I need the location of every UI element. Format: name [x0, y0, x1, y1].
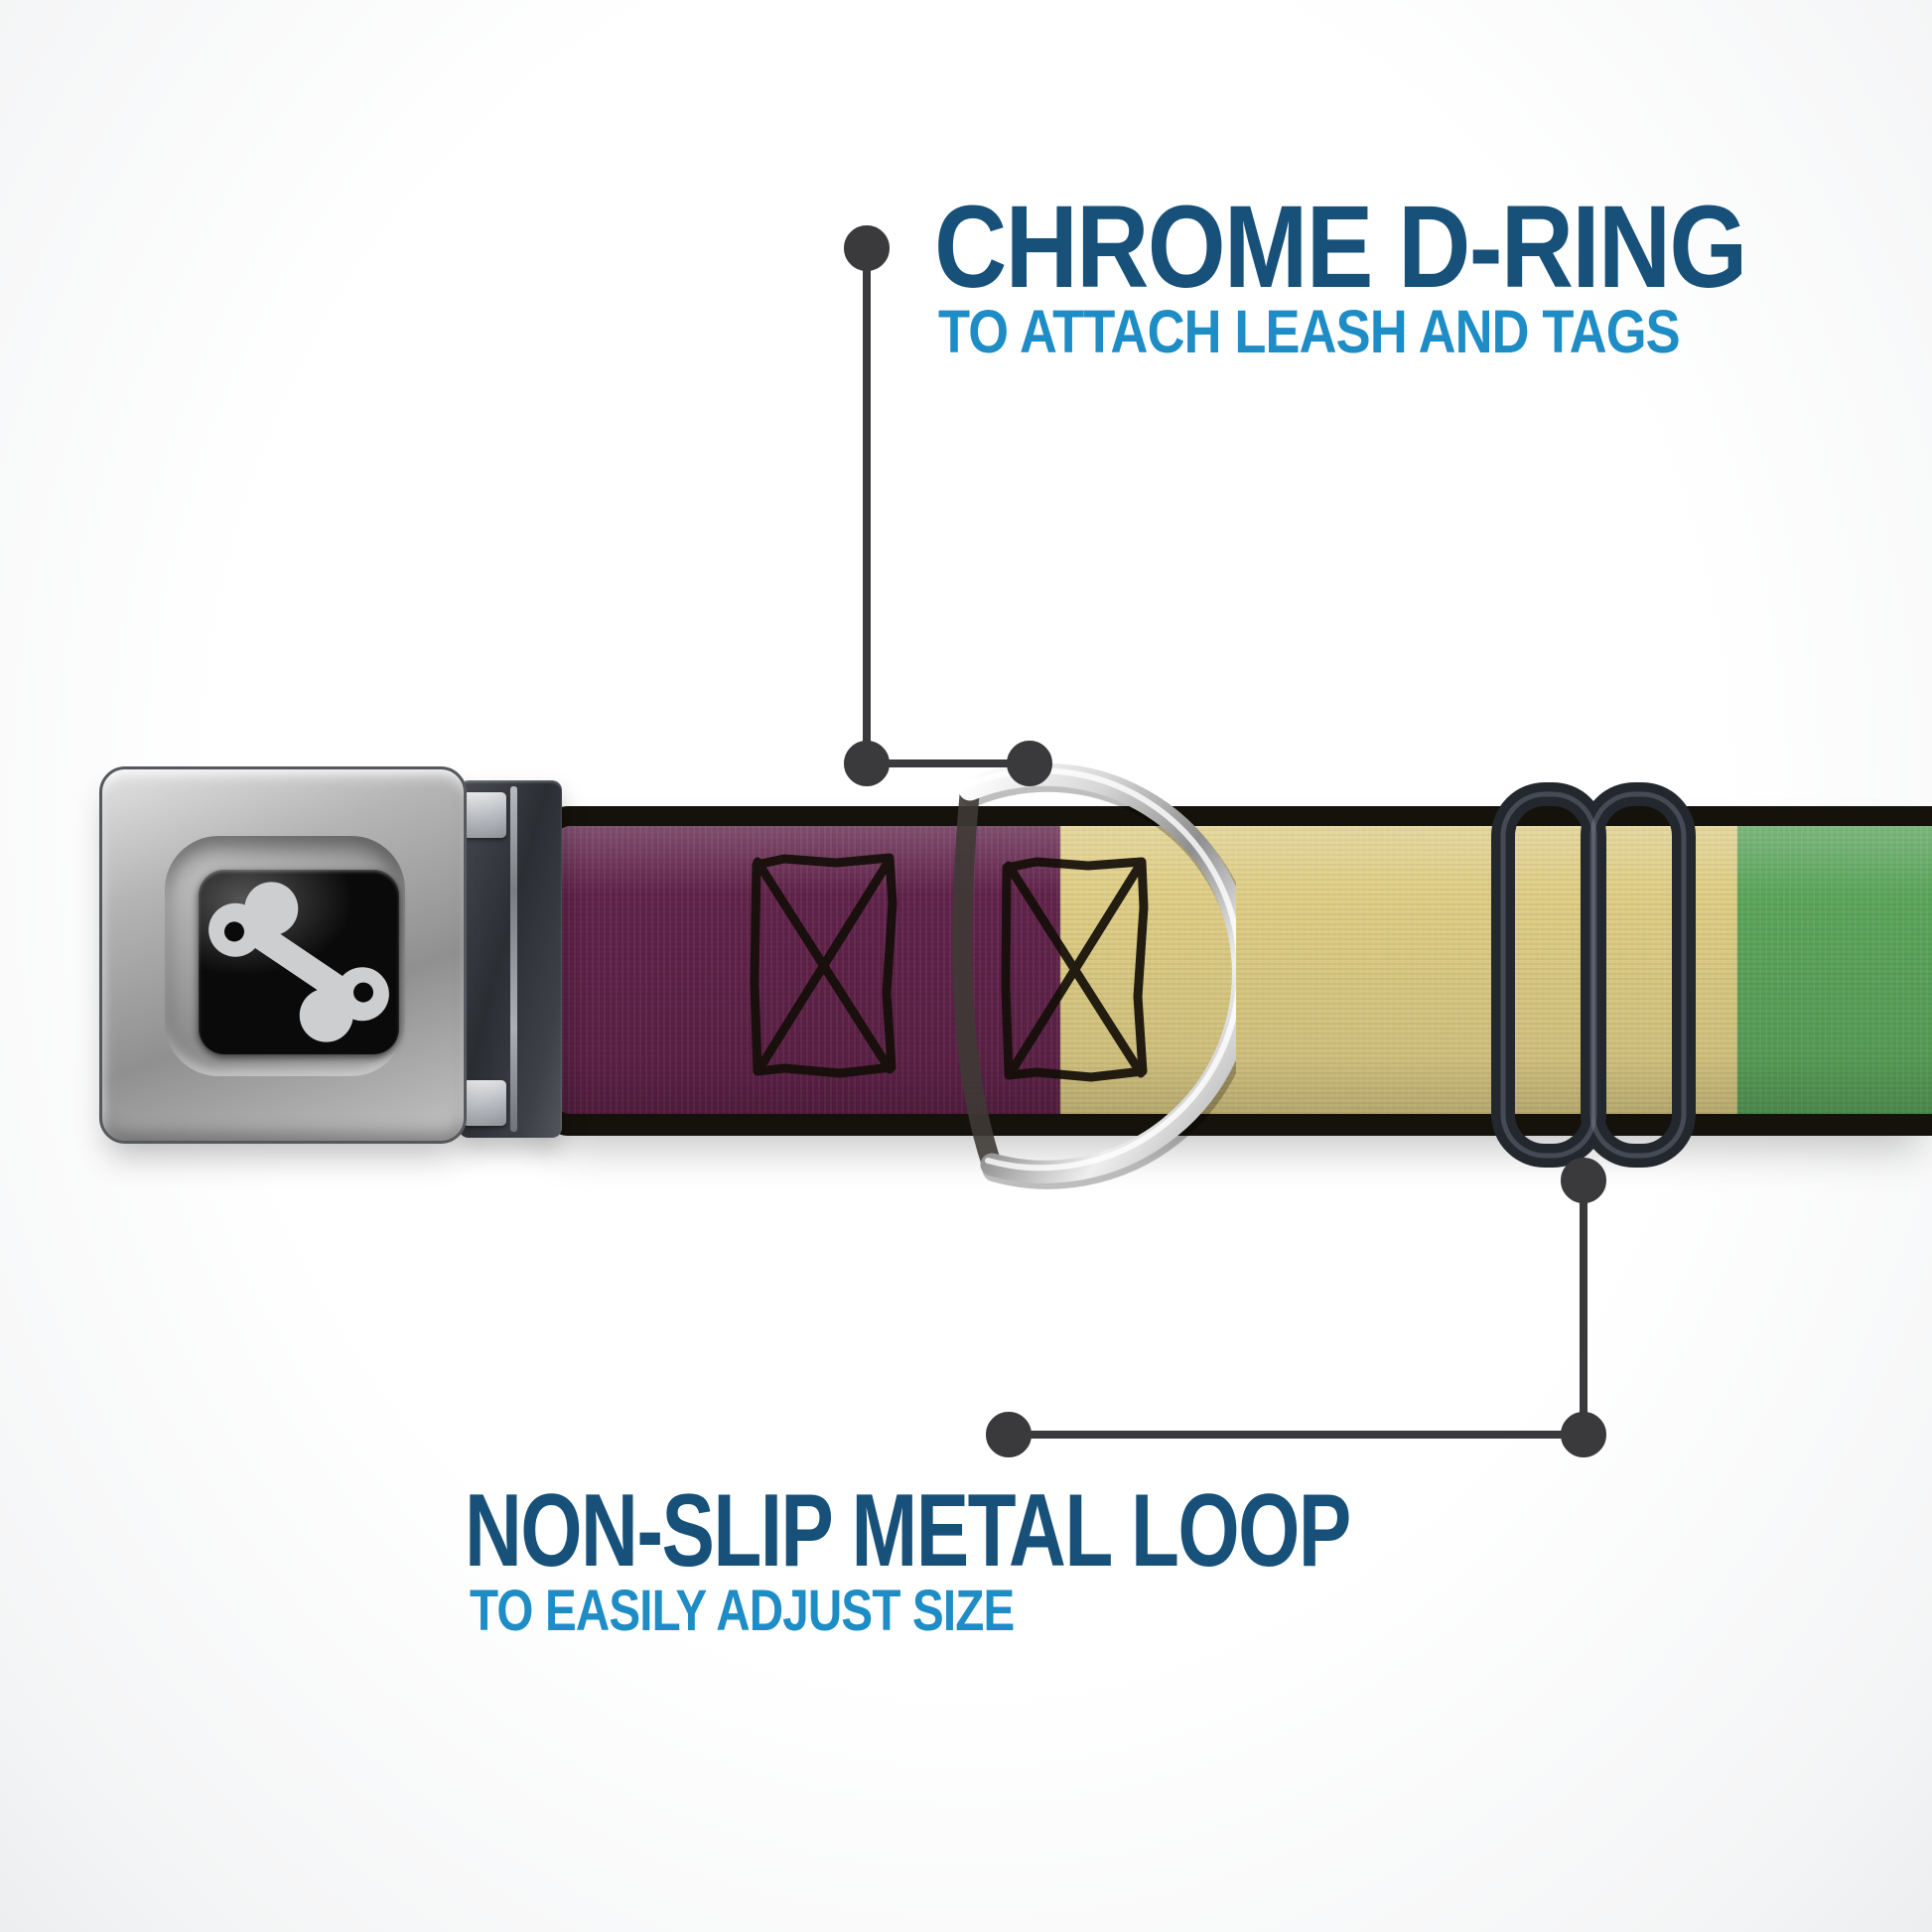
bottom-callout-connector: [986, 1158, 1606, 1457]
metal-loop: [1491, 782, 1696, 1168]
top-callout-subtitle: TO ATTACH LEASH AND TAGS: [938, 298, 1681, 365]
loop-right-ring: [1581, 782, 1696, 1168]
callout-dot: [986, 1412, 1032, 1457]
buckle-logo-plate: [199, 870, 399, 1054]
bottom-callout-subtitle: TO EASILY ADJUST SIZE: [470, 1579, 1015, 1643]
buckle-hinge-prong-bottom: [463, 1080, 506, 1126]
buckle-hinge-prong-top: [463, 792, 506, 838]
collar-strap: [544, 806, 1932, 1136]
seatbelt-buckle-body: [99, 766, 467, 1144]
d-ring-arc: [958, 762, 1236, 1183]
d-ring-flat-side: [952, 779, 1002, 1174]
callout-dot: [844, 225, 890, 271]
clamp-highlight-edge: [510, 786, 517, 1132]
callout-dot: [844, 741, 890, 786]
d-ring: [952, 762, 1236, 1189]
dog-bone-icon: [208, 882, 389, 1042]
callout-dot: [1561, 1412, 1606, 1457]
collar-webbing-stripes: [556, 826, 1932, 1114]
bottom-callout-title: NON-SLIP METAL LOOP: [465, 1473, 1351, 1588]
top-callout-title: CHROME D-RING: [934, 182, 1747, 313]
